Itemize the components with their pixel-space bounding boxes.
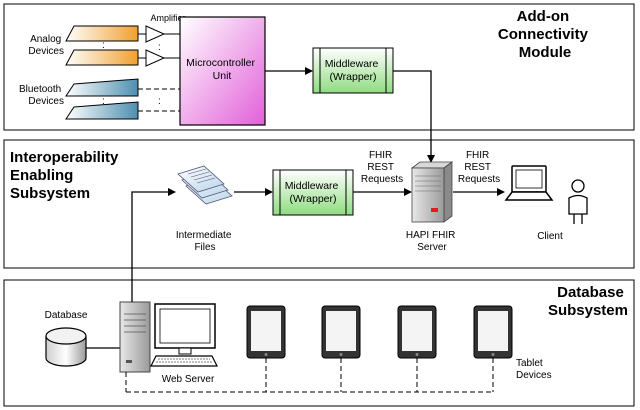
amplifier-icon — [145, 25, 166, 43]
bluetooth-sensor-icon — [65, 78, 139, 97]
bluetooth-devices-label: Bluetooth Devices — [19, 84, 64, 107]
database-subsystem-title: Database Subsystem — [548, 284, 628, 319]
database-subsystem: Database Subsystem Database — [3, 188, 635, 407]
analog-devices-label: Analog Devices — [28, 34, 64, 57]
monitor-icon — [154, 303, 216, 355]
database-cylinder-icon — [45, 327, 87, 367]
intermediate-files-icon — [177, 165, 233, 205]
ellipsis-dots: : — [158, 96, 161, 107]
interoperability-subsystem: Interoperability Enabling Subsystem Inte… — [3, 139, 635, 269]
network-connections — [125, 358, 494, 393]
tablet-icon — [397, 305, 437, 359]
database-subsystem-frame — [3, 279, 635, 407]
connectivity-module-title: Add-on Connectivity Module — [498, 8, 592, 61]
keyboard-icon — [150, 355, 218, 367]
hapi-fhir-server-label: HAPI FHIR Server — [406, 230, 458, 253]
amplifier-label: Amplifier — [150, 13, 185, 23]
database-label: Database — [45, 310, 88, 321]
tablet-icon — [473, 305, 513, 359]
ellipsis-dots: : — [102, 96, 105, 107]
ellipsis-dots: : — [102, 40, 105, 51]
web-server-label: Web Server — [162, 374, 215, 385]
middleware-wrapper-top — [312, 47, 394, 94]
tablet-icon — [246, 305, 286, 359]
fhir-requests-in-label: FHIR REST Requests — [361, 150, 403, 185]
ellipsis-dots: : — [158, 42, 161, 53]
client-label: Client — [537, 231, 563, 242]
bluetooth-sensor-icon — [65, 101, 139, 120]
microcontroller-label: Microcontroller Unit — [186, 57, 258, 82]
interoperability-title: Interoperability Enabling Subsystem — [10, 149, 123, 202]
middleware-wrapper-bottom — [272, 169, 354, 216]
middleware-top-label: Middleware (Wrapper) — [325, 58, 382, 83]
fhir-requests-out-label: FHIR REST Requests — [458, 150, 500, 185]
middleware-bottom-label: Middleware (Wrapper) — [285, 180, 342, 205]
connectivity-module: Add-on Connectivity Module Analog Device… — [3, 3, 635, 163]
intermediate-files-label: Intermediate Files — [176, 230, 234, 253]
web-server-tower-icon — [119, 301, 151, 373]
tablet-icon — [321, 305, 361, 359]
hapi-fhir-server-icon — [410, 161, 454, 223]
analog-sensor-icon — [65, 25, 139, 42]
tablet-devices-label: Tablet Devices — [516, 358, 552, 381]
amplifier-icon — [145, 49, 166, 67]
laptop-icon — [504, 165, 554, 201]
interoperability-frame — [3, 139, 635, 269]
microcontroller-unit — [179, 16, 266, 126]
person-icon — [568, 179, 588, 224]
analog-sensor-icon — [65, 49, 139, 66]
